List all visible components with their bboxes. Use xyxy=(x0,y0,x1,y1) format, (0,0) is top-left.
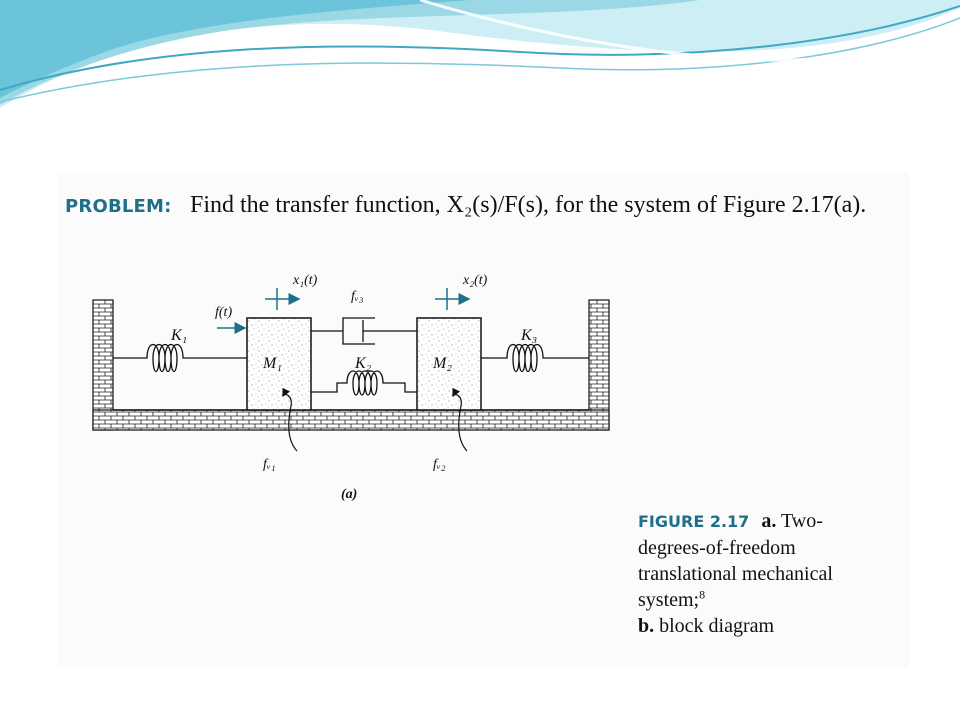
ground-and-walls xyxy=(92,299,610,431)
friction-fv2-arrow xyxy=(452,387,468,452)
spring-k1 xyxy=(113,343,247,373)
fv1-label: fᵥ₁ xyxy=(263,457,276,472)
part-a-label: (a) xyxy=(341,487,357,502)
k3-label: K₃ xyxy=(520,327,537,344)
problem-text: Find the transfer function, X₂(s)/F(s), … xyxy=(190,192,867,218)
problem-statement: PROBLEM: Find the transfer function, X₂(… xyxy=(65,192,905,228)
header-wave-decoration xyxy=(0,0,960,108)
k2-label: K₂ xyxy=(354,355,372,372)
spring-k2 xyxy=(311,370,417,396)
force-label: f(t) xyxy=(215,305,232,320)
damper-fv3 xyxy=(311,317,417,345)
x2-label: x₂(t) xyxy=(462,273,488,288)
caption-part-b-text: block diagram xyxy=(659,615,775,637)
displacement-x2-arrow xyxy=(435,288,471,310)
m2-label: M₂ xyxy=(432,355,452,372)
spring-k3 xyxy=(481,343,589,373)
mass-m2 xyxy=(416,317,482,411)
figure-caption: FIGURE 2.17 a. Two-degrees-of-freedom tra… xyxy=(638,508,868,639)
slide-content: PROBLEM: Find the transfer function, X₂(… xyxy=(57,172,909,668)
caption-footnote: 8 xyxy=(699,587,706,602)
friction-fv1-arrow xyxy=(282,387,298,452)
mass-m1 xyxy=(246,317,312,411)
x1-label: x₁(t) xyxy=(292,273,318,288)
caption-part-a-marker: a. xyxy=(761,510,777,532)
problem-label: PROBLEM: xyxy=(65,196,172,217)
caption-part-b-marker: b. xyxy=(638,615,655,637)
k1-label: K₁ xyxy=(170,327,187,344)
mechanical-system-diagram: x₁(t) x₂(t) f(t) fᵥ₃ K₁ K₂ K₃ M₁ M₂ fᵥ₁ … xyxy=(92,273,610,502)
figure-number: FIGURE 2.17 xyxy=(638,512,750,531)
m1-label: M₁ xyxy=(262,355,282,372)
caption-part-a-text: Two-degrees-of-freedom translational mec… xyxy=(638,510,833,611)
fv3-label: fᵥ₃ xyxy=(351,289,364,304)
fv2-label: fᵥ₂ xyxy=(433,457,446,472)
displacement-x1-arrow xyxy=(265,288,301,310)
